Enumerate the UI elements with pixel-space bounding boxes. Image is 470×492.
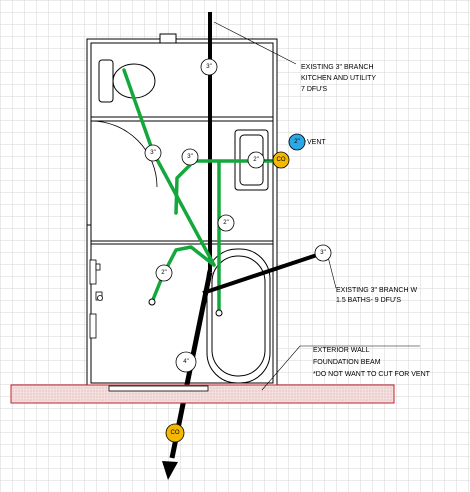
tag-shower-drain: 2" — [217, 214, 235, 232]
note-kitchen-branch-line-2: KITCHEN AND UTILITY — [301, 75, 376, 82]
foundation-beam — [10, 384, 395, 404]
cleanout-top: CO — [272, 151, 290, 169]
note-bath-branch: EXISTING 3" BRANCH W 1.5 BATHS- 9 DFU'S — [336, 287, 417, 304]
tag-bath-branch: 3" — [314, 244, 332, 262]
tag-shower-drain-text: 2" — [223, 220, 228, 226]
note-kitchen-branch: EXISTING 3" BRANCH KITCHEN AND UTILITY 7… — [301, 64, 376, 93]
door-swing — [90, 120, 158, 188]
tag-vent-stack-text: 2" — [294, 139, 299, 145]
cleanout-bottom-text: CO — [171, 430, 180, 436]
fixture-drain-points — [148, 298, 223, 317]
tag-tub-drain: 2" — [155, 264, 173, 282]
note-exterior-line-1: EXTERIOR WALL — [313, 347, 370, 354]
tag-main-drain-text: 4" — [183, 359, 188, 365]
note-kitchen-branch-line-3: 7 DFU'S — [301, 86, 328, 93]
note-exterior-line-2: FOUNDATION BEAM — [313, 359, 381, 366]
tag-tub-drain-text: 2" — [161, 270, 166, 276]
tag-vanity-drain-text: 2" — [253, 157, 258, 163]
note-vent: VENT — [307, 139, 326, 146]
tag-top-stack: 3" — [200, 58, 218, 76]
note-bath-branch-line-1: EXISTING 3" BRANCH W — [336, 287, 417, 294]
tag-vanity-wye: 3" — [181, 148, 199, 166]
note-exterior-wall: EXTERIOR WALL FOUNDATION BEAM *DO NOT WA… — [313, 347, 431, 378]
existing-bath-branch-pipe — [202, 251, 324, 295]
note-exterior-line-3: *DO NOT WANT TO CUT FOR VENT — [313, 371, 431, 378]
note-bath-branch-line-2: 1.5 BATHS- 9 DFU'S — [336, 297, 401, 304]
cleanout-bottom: CO — [165, 423, 185, 443]
tag-toilet-branch: 3" — [144, 144, 162, 162]
note-kitchen-branch-line-1: EXISTING 3" BRANCH — [301, 64, 374, 71]
wall-fixtures — [89, 259, 103, 339]
tag-toilet-branch-text: 3" — [150, 150, 155, 156]
bathtub — [206, 248, 271, 384]
cleanout-top-text: CO — [277, 157, 286, 163]
tag-top-stack-text: 3" — [206, 64, 211, 70]
tag-bath-branch-text: 3" — [320, 250, 325, 256]
tag-vent-stack: 2" — [288, 133, 306, 151]
tag-vanity-wye-text: 3" — [187, 154, 192, 160]
tag-vanity-drain: 2" — [247, 151, 265, 169]
tag-main-drain: 4" — [175, 351, 197, 373]
